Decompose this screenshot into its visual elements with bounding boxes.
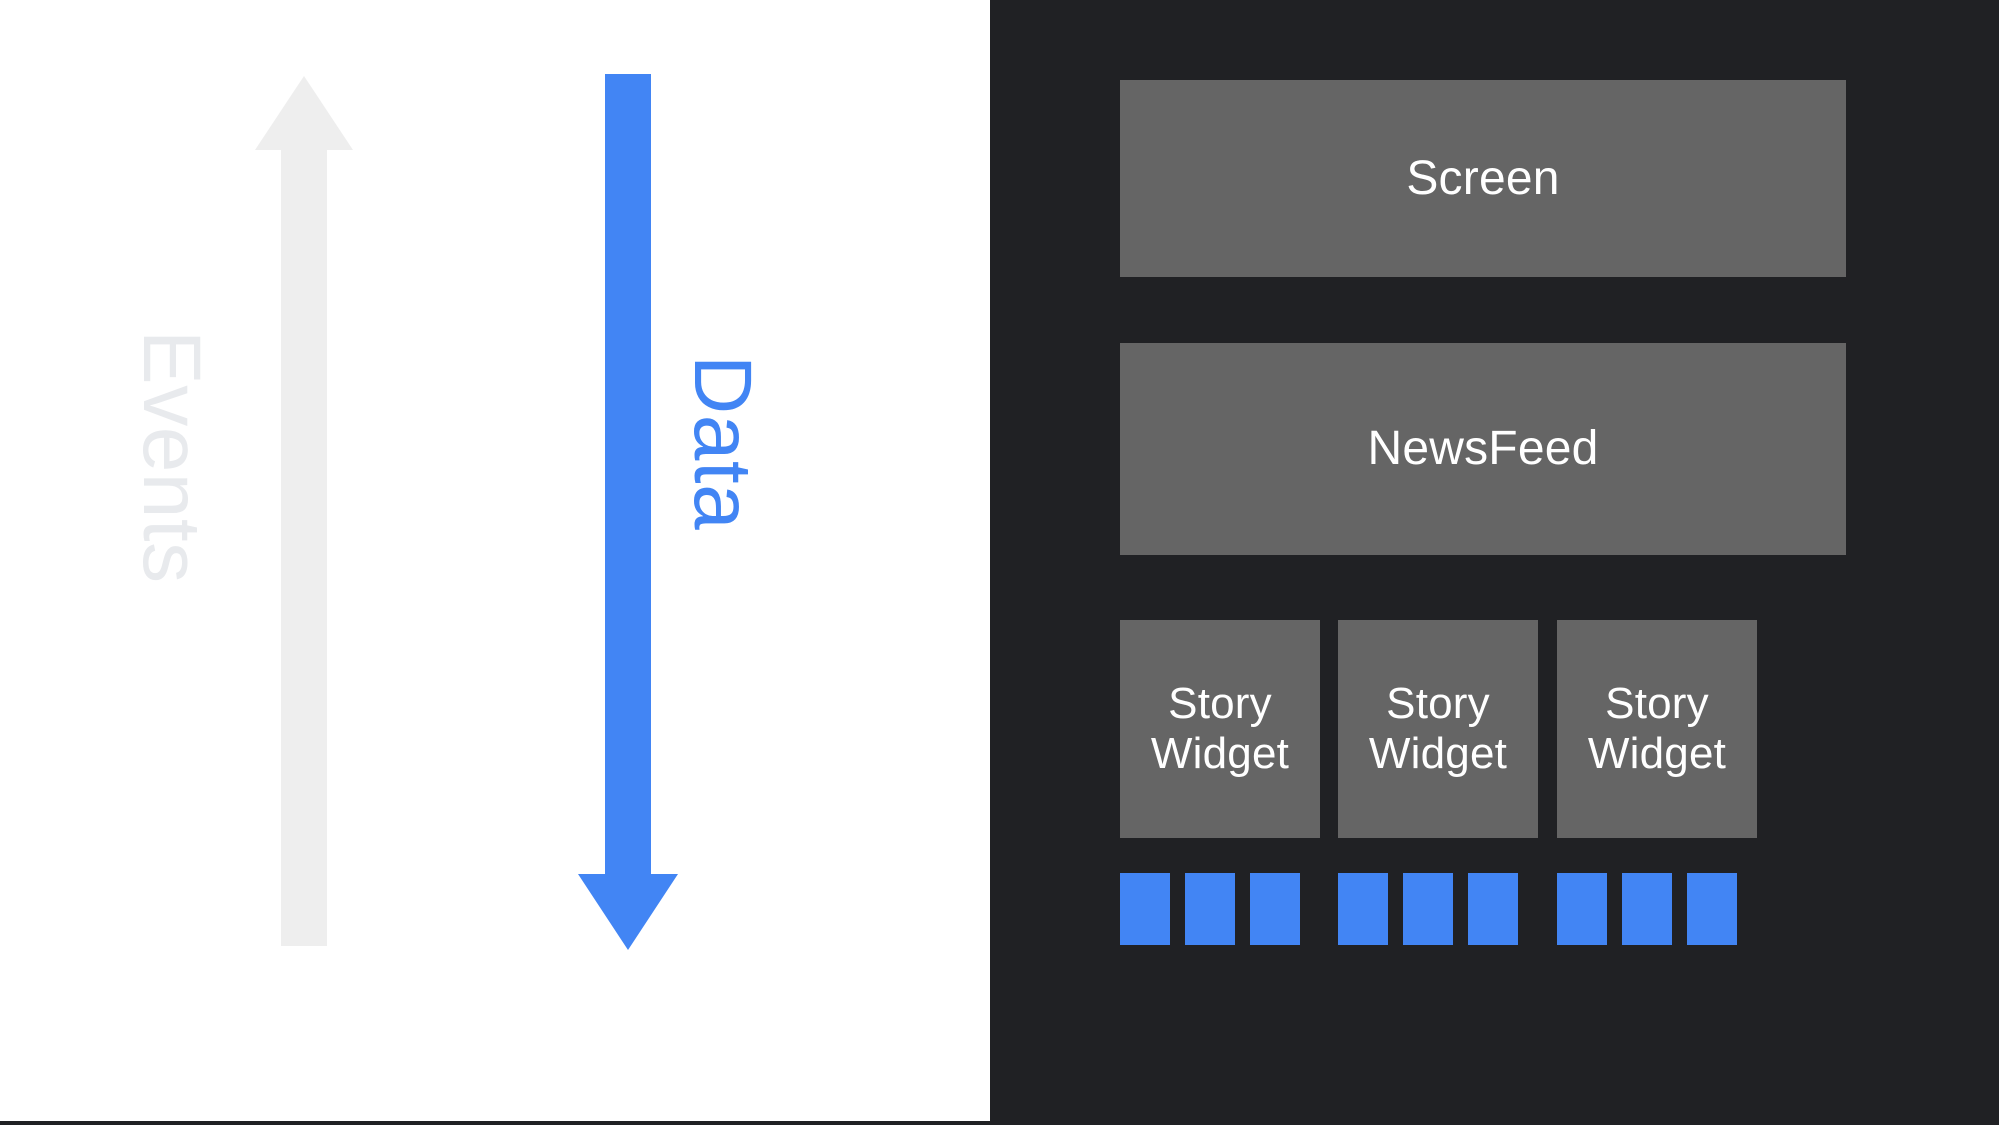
component-box-screen[interactable]: Screen	[1120, 80, 1846, 277]
story-widget-label: Story Widget	[1588, 679, 1726, 779]
leaf-node-group	[1557, 873, 1757, 945]
leaf-node[interactable]	[1185, 873, 1235, 945]
component-box-story-widget[interactable]: Story Widget	[1120, 620, 1320, 838]
story-widget-line1: Story	[1386, 678, 1490, 728]
story-widget-line2: Widget	[1368, 729, 1508, 778]
bottom-divider	[0, 1121, 1999, 1125]
flow-axes-pane: Events Data	[0, 0, 990, 1125]
component-box-story-widget[interactable]: Story Widget	[1338, 620, 1538, 838]
story-widget-line1: Story	[1605, 678, 1709, 728]
component-box-story-widget[interactable]: Story Widget	[1557, 620, 1757, 838]
leaf-node-group	[1338, 873, 1538, 945]
story-widget-line2: Widget	[1587, 729, 1727, 778]
data-axis-label: Data	[677, 355, 768, 531]
leaf-node[interactable]	[1338, 873, 1388, 945]
story-widget-line1: Story	[1168, 678, 1272, 728]
component-tree-pane: Screen NewsFeed Story Widget Story Widge…	[990, 0, 1999, 1125]
story-widget-line2: Widget	[1150, 729, 1290, 778]
leaf-node[interactable]	[1468, 873, 1518, 945]
story-widget-label: Story Widget	[1151, 679, 1289, 779]
leaf-node[interactable]	[1687, 873, 1737, 945]
leaf-node-group	[1120, 873, 1320, 945]
leaf-node[interactable]	[1403, 873, 1453, 945]
component-box-newsfeed[interactable]: NewsFeed	[1120, 343, 1846, 555]
leaf-node[interactable]	[1557, 873, 1607, 945]
leaf-node[interactable]	[1120, 873, 1170, 945]
leaf-node[interactable]	[1250, 873, 1300, 945]
leaf-node[interactable]	[1622, 873, 1672, 945]
data-arrow-icon	[578, 74, 678, 950]
events-axis-label: Events	[126, 330, 217, 584]
events-arrow-icon	[255, 76, 353, 946]
story-widget-label: Story Widget	[1369, 679, 1507, 779]
